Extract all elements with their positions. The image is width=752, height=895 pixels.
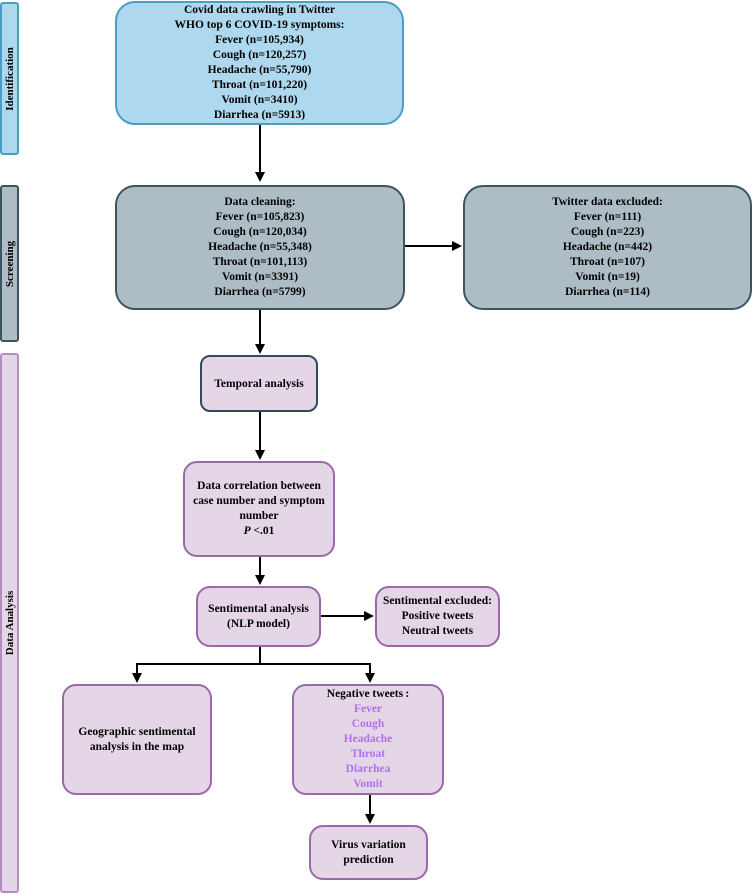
geographic-line: analysis in the map [89,740,185,753]
negative-item: Headache [343,733,393,745]
cleaning-line: Throat (n=101,113) [212,256,308,268]
identification-line: WHO top 6 COVID-19 symptoms: [174,19,345,31]
correlation-box: Data correlation between case number and… [183,461,335,557]
temporal-analysis-label: Temporal analysis [214,377,304,390]
p-threshold: <.01 [250,525,275,537]
identification-line: Headache (n=55,790) [207,64,312,76]
excluded-line: Throat (n=107) [569,256,646,268]
negative-item: Throat [350,748,386,760]
cleaning-line: Headache (n=55,348) [208,241,312,253]
cleaning-line: Cough (n=120,034) [213,226,307,238]
stage-label-identification-text: Identification [3,46,16,111]
identification-line: Fever (n=105,934) [215,34,304,46]
virus-prediction-box: Virus variation prediction [309,825,428,880]
sentiment-excluded-box: Sentimental excluded: Positive tweets Ne… [375,586,500,647]
arrow-sentiment-split [132,647,261,683]
p-symbol: P [243,525,251,537]
arrow-sentiment-to-negative [260,663,375,683]
sentiment-excluded-line: Neutral tweets [401,625,474,637]
sentiment-excluded-line: Positive tweets [401,610,474,622]
identification-line: Cough (n=120,257) [212,49,307,61]
excluded-line: Fever (n=111) [573,211,642,223]
identification-line: Vomit (n=3410) [221,94,298,106]
identification-line: Covid data crawling in Twitter [184,4,335,16]
stage-label-screening-text: Screening [3,240,16,287]
sentiment-line: (NLP model) [227,617,290,630]
negative-item: Fever [353,703,383,715]
stage-label-data-analysis: Data Analysis [0,353,19,893]
correlation-line: case number and symptom [193,495,325,507]
stage-label-identification: Identification [0,2,19,155]
negative-tweets-box: Negative tweets : Fever Cough Headache T… [292,684,444,795]
stage-label-screening: Screening [0,185,19,342]
sentiment-excluded-line: Sentimental excluded: [383,595,492,607]
excluded-line: Twitter data excluded: [552,196,663,208]
sentiment-analysis-box: Sentimental analysis (NLP model) [196,586,321,647]
cleaning-line: Vomit (n=3391) [221,271,299,283]
correlation-line: Data correlation between [197,480,321,492]
excluded-line: Headache (n=442) [562,241,653,253]
virus-line: Virus variation [331,838,406,851]
correlation-p-value: P <.01 [244,524,275,539]
excluded-line: Diarrhea (n=114) [565,286,650,298]
negative-item: Vomit [353,778,383,790]
negative-tweets-title: Negative tweets : [326,688,410,700]
sentiment-line: Sentimental analysis [208,602,309,615]
cleaning-line: Diarrhea (n=5799) [214,286,306,298]
identification-box: Covid data crawling in Twitter WHO top 6… [115,1,404,125]
correlation-line: number [239,510,279,522]
geographic-line: Geographic sentimental [78,725,196,738]
excluded-line: Vomit (n=19) [575,271,640,283]
stage-label-data-analysis-text: Data Analysis [3,590,16,656]
excluded-data-box: Twitter data excluded: Fever (n=111) Cou… [463,185,752,310]
data-cleaning-box: Data cleaning: Fever (n=105,823) Cough (… [115,185,405,310]
geographic-analysis-box: Geographic sentimental analysis in the m… [62,684,212,795]
cleaning-line: Data cleaning: [224,196,296,208]
negative-item: Cough [351,718,385,730]
negative-item: Diarrhea [345,763,391,775]
virus-line: prediction [343,853,394,866]
temporal-analysis-box: Temporal analysis [200,355,318,412]
cleaning-line: Fever (n=105,823) [215,211,305,223]
excluded-line: Cough (n=223) [570,226,645,238]
identification-line: Throat (n=101,220) [211,79,308,91]
identification-line: Diarrhea (n=5913) [213,109,306,121]
